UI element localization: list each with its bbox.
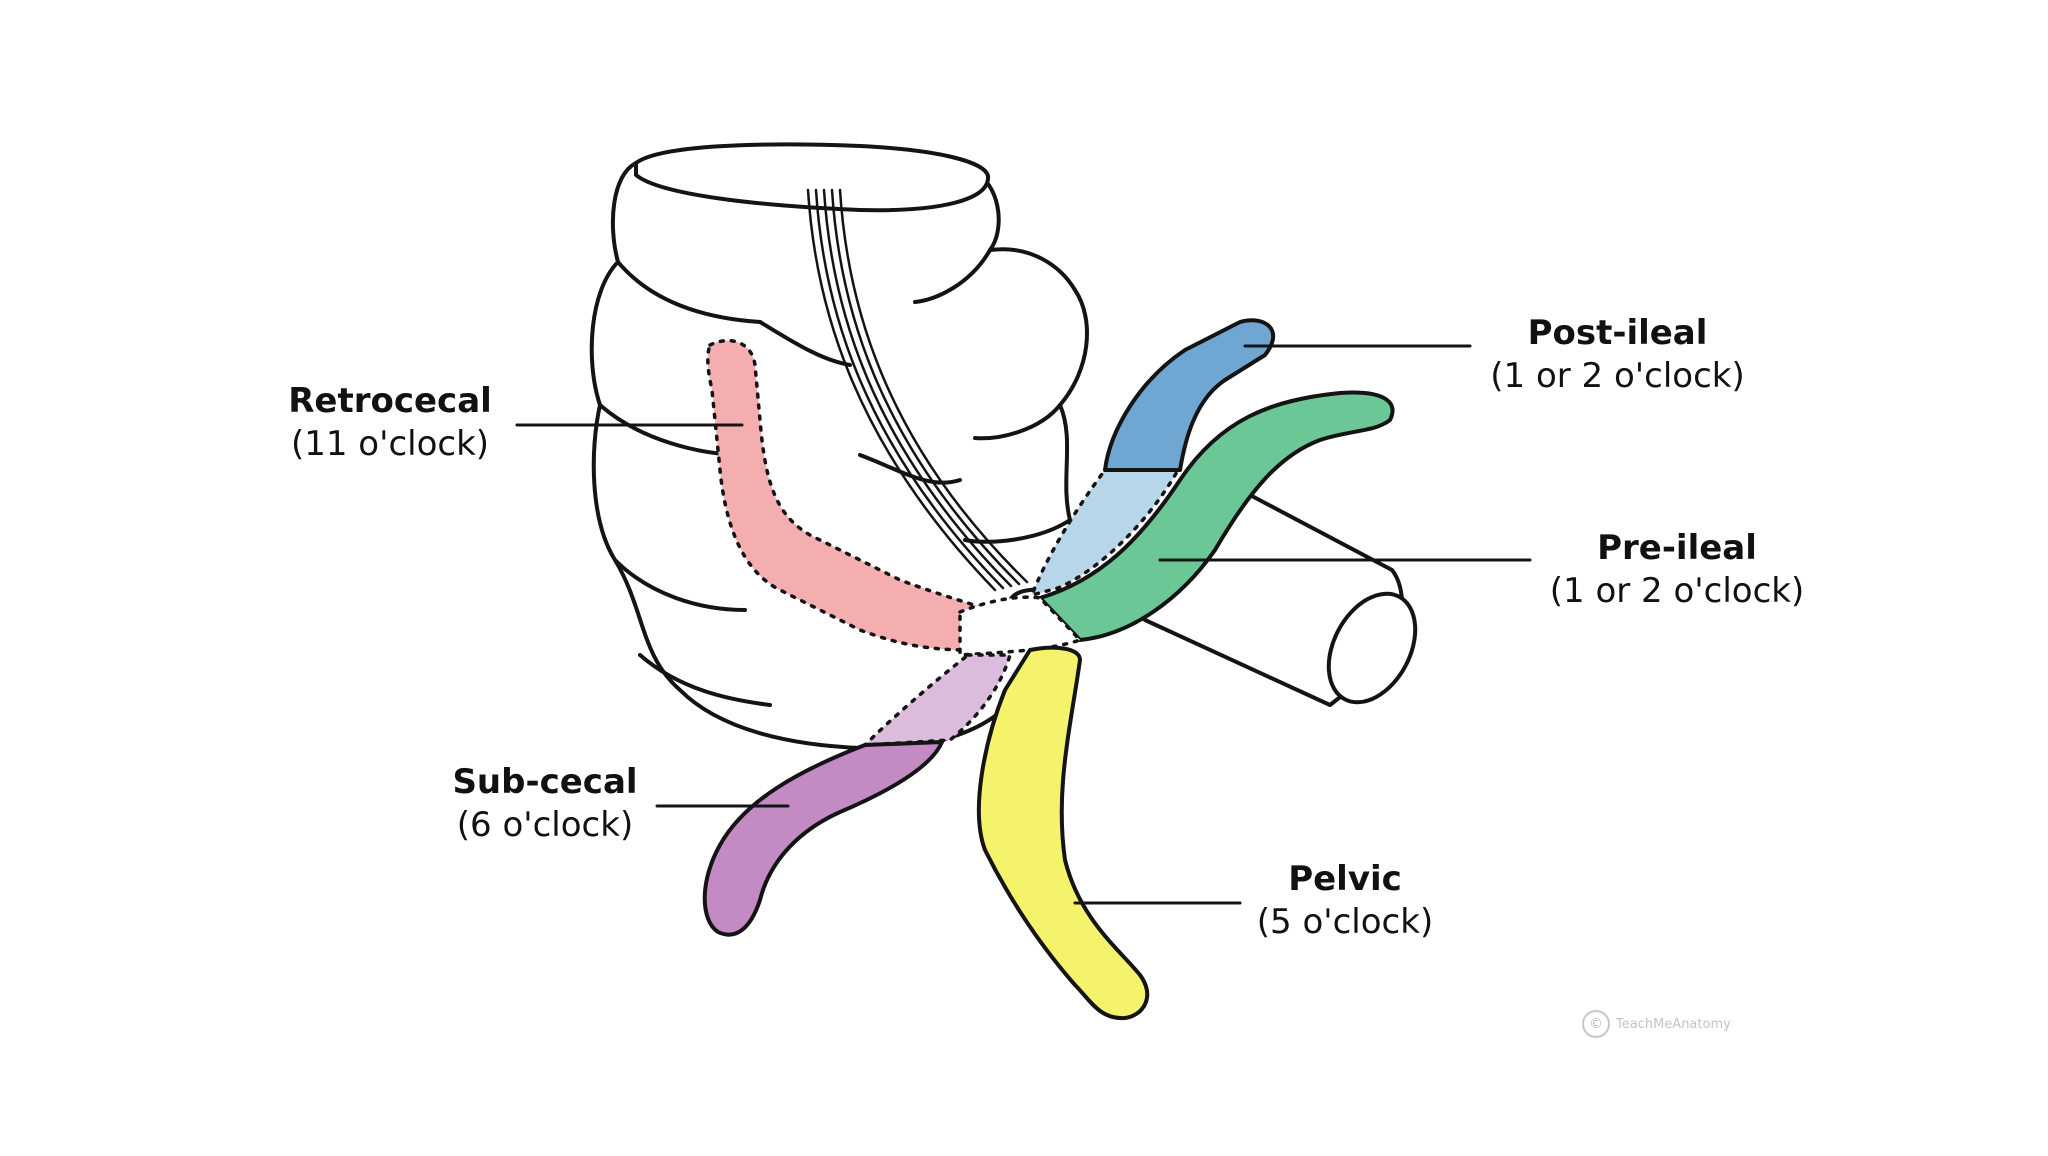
copyright-icon: ©	[1582, 1010, 1610, 1038]
label-pelvic-position: (5 o'clock)	[1256, 902, 1434, 942]
cecum	[589, 142, 1089, 751]
appendix-pelvic	[976, 645, 1150, 1021]
label-retrocecal: Retrocecal (11 o'clock)	[270, 380, 510, 466]
label-pre-ileal: Pre-ileal (1 or 2 o'clock)	[1537, 527, 1817, 613]
appendix-pre-ileal	[1038, 390, 1395, 642]
label-post-ileal-name: Post-ileal	[1527, 313, 1708, 353]
label-sub-cecal: Sub-cecal (6 o'clock)	[440, 761, 650, 847]
label-retrocecal-position: (11 o'clock)	[290, 424, 490, 464]
taenia-coli	[806, 188, 1029, 592]
label-pre-ileal-position: (1 or 2 o'clock)	[1549, 571, 1805, 611]
label-retrocecal-name: Retrocecal	[288, 381, 492, 421]
label-pre-ileal-name: Pre-ileal	[1597, 528, 1757, 568]
label-post-ileal-position: (1 or 2 o'clock)	[1490, 356, 1745, 396]
watermark: © TeachMeAnatomy	[1582, 1010, 1731, 1038]
cecal-base	[958, 595, 1082, 657]
label-pelvic: Pelvic (5 o'clock)	[1245, 858, 1445, 944]
appendix-sub-cecal	[702, 740, 944, 937]
label-pelvic-name: Pelvic	[1288, 859, 1402, 899]
label-post-ileal: Post-ileal (1 or 2 o'clock)	[1480, 312, 1755, 398]
label-sub-cecal-position: (6 o'clock)	[456, 805, 634, 845]
label-sub-cecal-name: Sub-cecal	[452, 762, 638, 802]
leader-lines	[515, 344, 1532, 905]
appendix-post-ileal	[1103, 318, 1276, 472]
watermark-text: TeachMeAnatomy	[1616, 1016, 1731, 1032]
appendix-post-ileal-hidden	[1030, 468, 1180, 597]
